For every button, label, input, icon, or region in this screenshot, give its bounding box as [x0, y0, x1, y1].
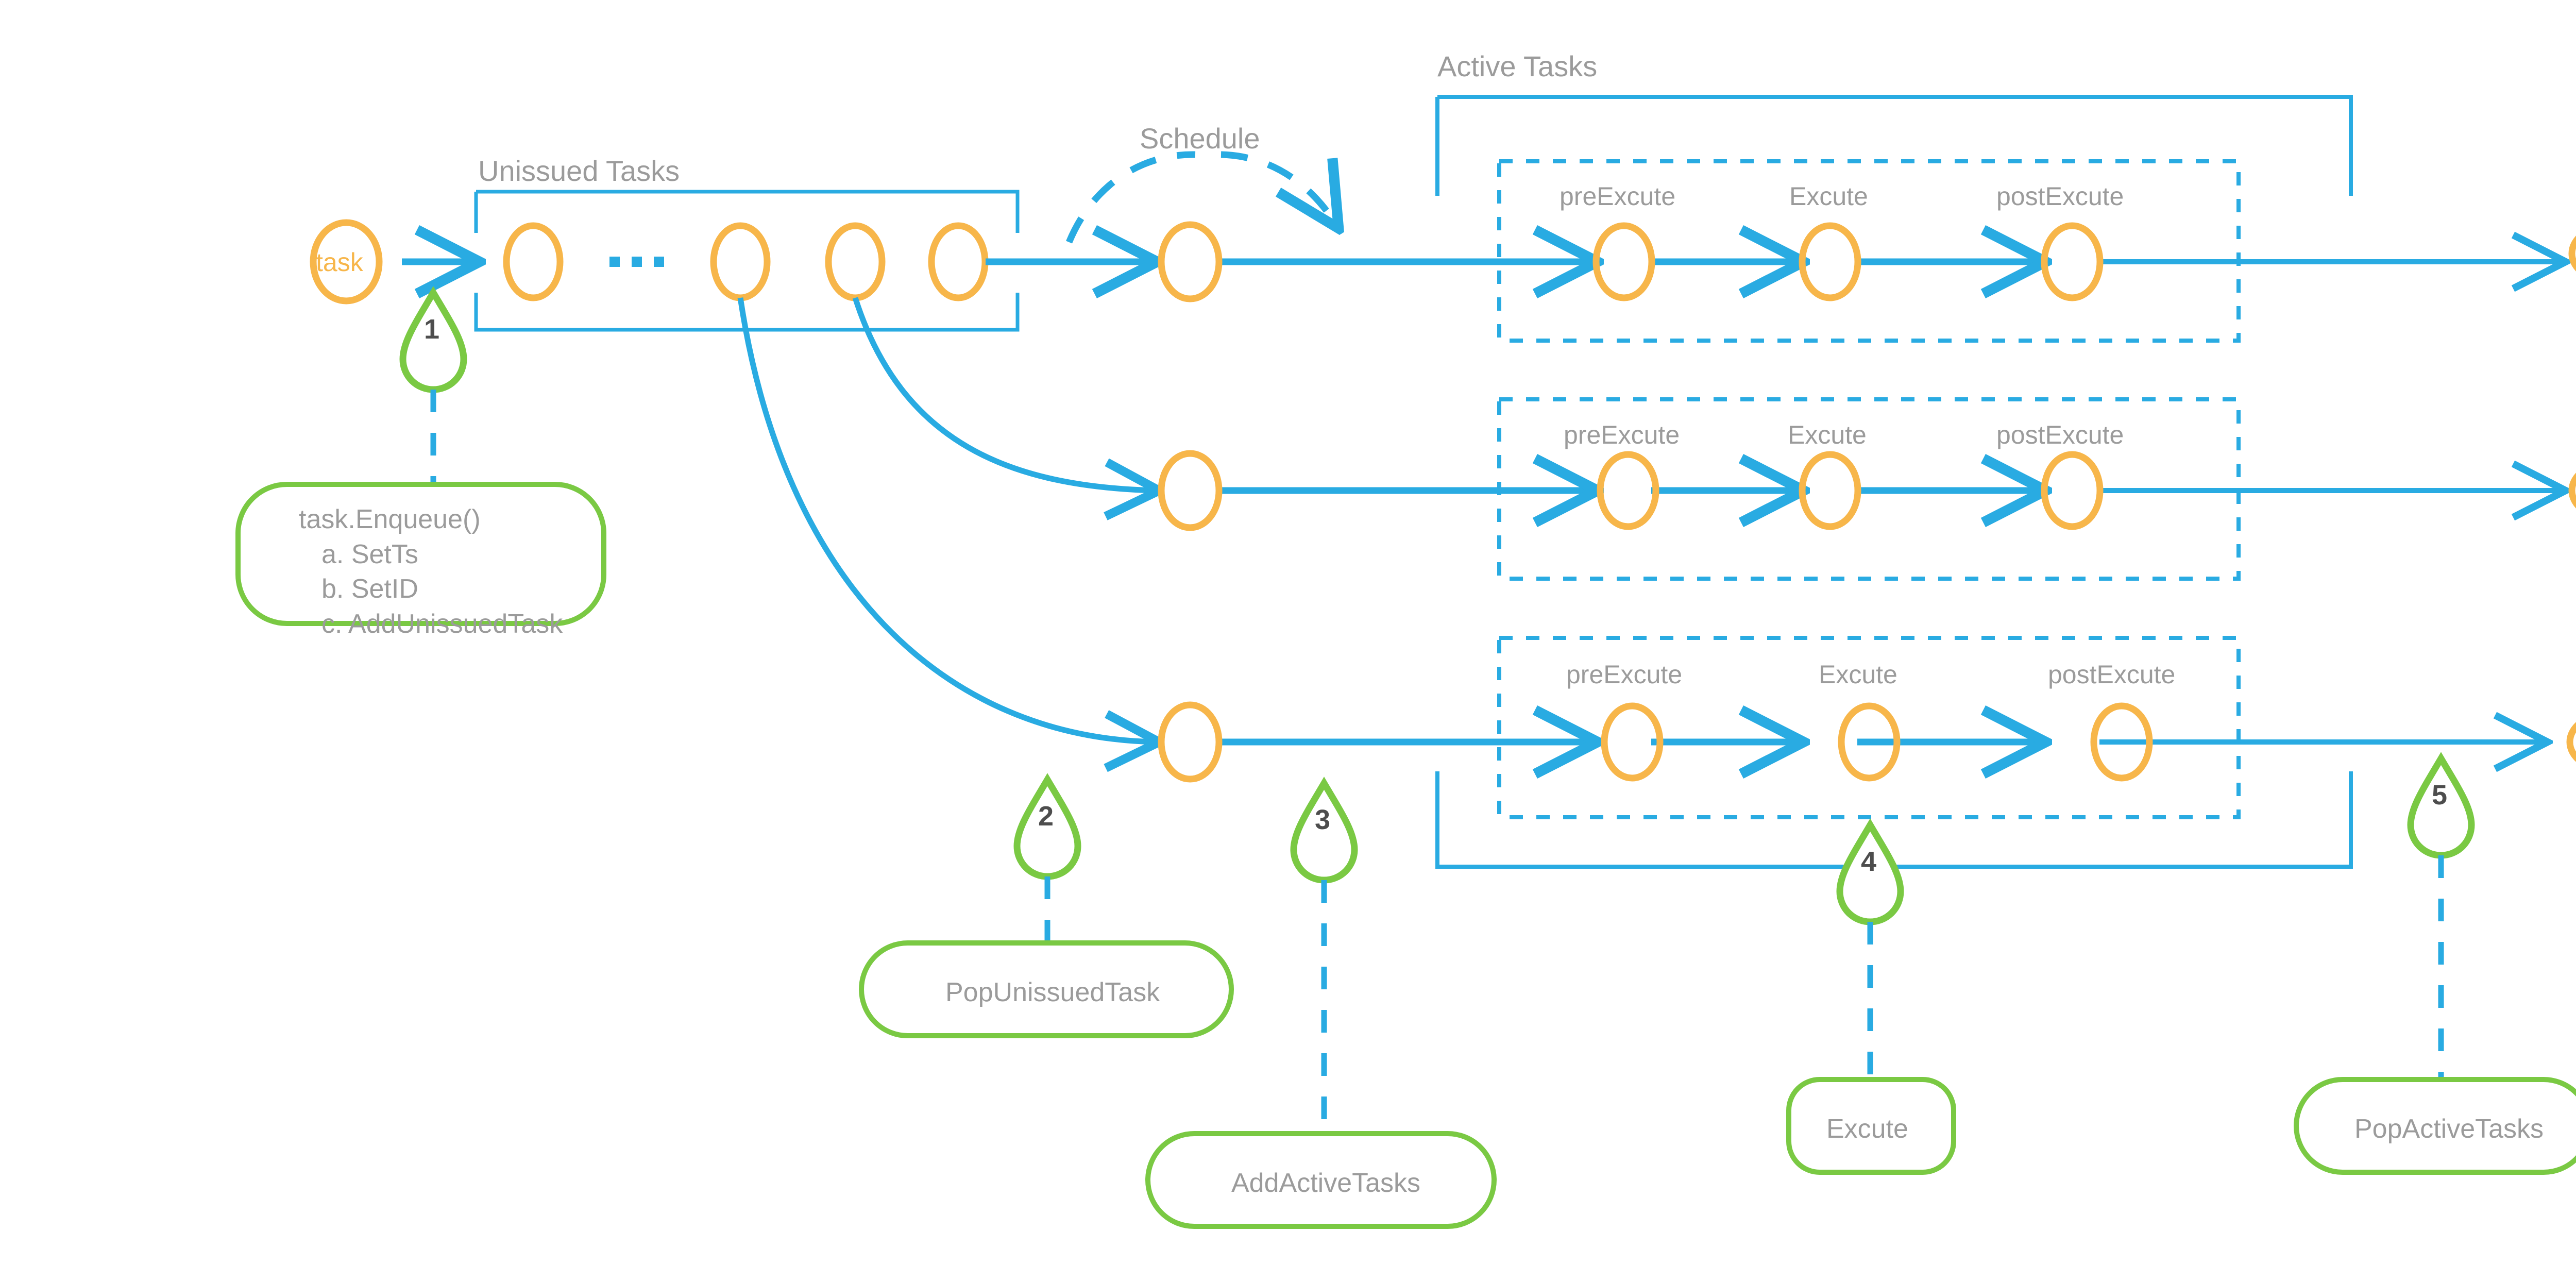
- schedule-node-row2: [1158, 450, 1223, 531]
- callout-enqueue-step-b: b. SetID: [321, 574, 418, 604]
- marker-1[interactable]: [399, 286, 467, 393]
- schedule-label: Schedule: [1140, 122, 1260, 155]
- pre-node-row1: [1592, 222, 1655, 301]
- callout-enqueue-body: task.Enqueue() a. SetTs b. SetID c. AddU…: [299, 502, 563, 642]
- active-task-box-row1: [1497, 159, 2241, 343]
- row2-excute-label: Excute: [1788, 420, 1867, 449]
- row3-nodes: [1158, 701, 2576, 783]
- exec-node-row3: [1838, 702, 1901, 782]
- callout-pop-unissued-shape[interactable]: [859, 940, 1234, 1038]
- row1-excute-label: Excute: [1789, 182, 1868, 211]
- marker-3-number: 3: [1315, 804, 1331, 835]
- marker-5[interactable]: [2407, 752, 2475, 859]
- callout-enqueue-step-a: a. SetTs: [321, 539, 418, 569]
- row3-preexcute-label: preExcute: [1566, 660, 1683, 689]
- done-node-row2: [2568, 473, 2576, 509]
- post-node-row3: [2090, 702, 2153, 782]
- exec-node-row1: [1799, 222, 1861, 301]
- done-node-row1: [2568, 235, 2576, 272]
- callout-pop-unissued-label: PopUnissuedTask: [945, 977, 1160, 1007]
- row2-preexcute-label: preExcute: [1564, 420, 1680, 449]
- marker-2[interactable]: [1013, 773, 1081, 880]
- flow-curves-to-rows: [737, 297, 1157, 742]
- row2-postexcute-label: postExcute: [1996, 420, 2124, 449]
- pre-node-row2: [1597, 451, 1659, 530]
- row3-postexcute-label: postExcute: [2048, 660, 2176, 689]
- done-node-row3: [2566, 722, 2576, 762]
- queue-node-4: [928, 222, 989, 301]
- queue-node-2: [710, 222, 771, 301]
- unissued-queue-nodes: [503, 222, 989, 301]
- queue-ellipsis-icon: [609, 257, 664, 267]
- callout-excute-label: Excute: [1826, 1114, 1908, 1144]
- row1-preexcute-label: preExcute: [1560, 182, 1676, 211]
- task-source-node: [310, 219, 383, 305]
- marker-4-number: 4: [1861, 846, 1877, 877]
- post-node-row1: [2041, 222, 2104, 301]
- callout-enqueue-title: task.Enqueue(): [299, 504, 481, 534]
- post-node-row2: [2041, 451, 2104, 530]
- callout-excute-shape[interactable]: [1786, 1077, 1956, 1175]
- callout-pop-active-label: PopActiveTasks: [2354, 1114, 2544, 1144]
- callout-enqueue-shape[interactable]: [235, 482, 606, 626]
- queue-node-3: [825, 222, 886, 301]
- unissued-tasks-label: Unissued Tasks: [478, 155, 680, 187]
- marker-4[interactable]: [1836, 818, 1904, 925]
- row2-nodes: [1158, 450, 2576, 531]
- active-task-box-row3: [1497, 636, 2241, 819]
- marker-3[interactable]: [1290, 777, 1358, 884]
- row3-excute-label: Excute: [1819, 660, 1897, 689]
- task-source-label: task: [316, 248, 363, 277]
- pre-node-row3: [1601, 702, 1664, 782]
- marker-1-number: 1: [424, 314, 440, 345]
- active-tasks-label: Active Tasks: [1437, 50, 1598, 82]
- callout-add-active-label: AddActiveTasks: [1231, 1168, 1421, 1198]
- queue-node-1: [503, 222, 564, 301]
- callout-pop-active-shape[interactable]: [2294, 1077, 2576, 1175]
- row1-nodes: [1158, 221, 2576, 302]
- schedule-node-row3: [1158, 701, 1223, 783]
- exec-node-row2: [1799, 451, 1861, 530]
- schedule-node-row1: [1158, 221, 1223, 302]
- callout-enqueue-step-c: c. AddUnissuedTask: [321, 609, 563, 639]
- schedule-dashed-arc: [1066, 151, 1337, 244]
- callout-add-active-shape[interactable]: [1145, 1131, 1497, 1229]
- marker-5-number: 5: [2432, 780, 2448, 811]
- marker-2-number: 2: [1038, 801, 1054, 832]
- row1-postexcute-label: postExcute: [1996, 182, 2124, 211]
